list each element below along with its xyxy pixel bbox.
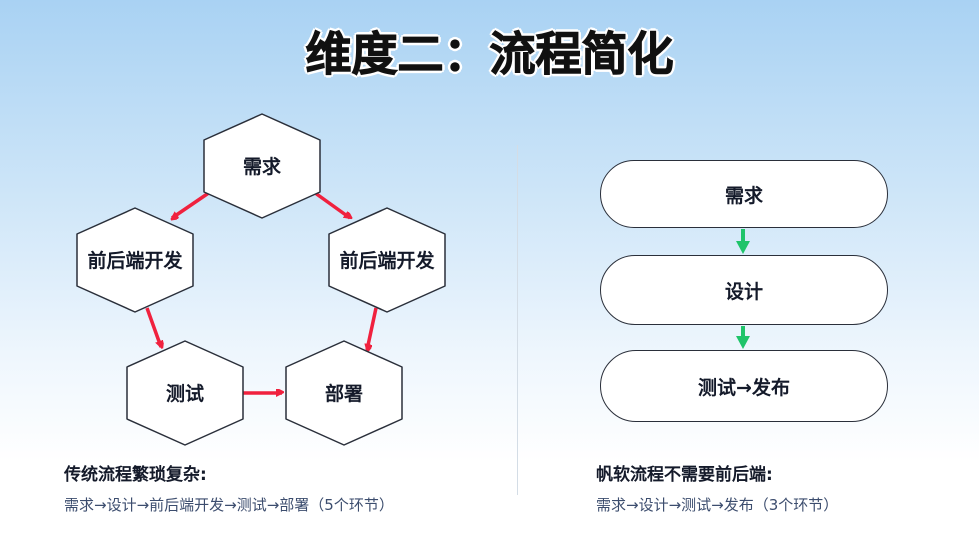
hex-test xyxy=(126,340,244,446)
hex-dev-left-label: 前后端开发 xyxy=(87,249,183,272)
hex-dev-right-label: 前后端开发 xyxy=(339,249,435,272)
step-test-release: 测试→发布 xyxy=(600,350,888,422)
hex-test-label: 测试 xyxy=(166,383,204,405)
arrow-req-to-dev-left xyxy=(172,188,214,218)
hex-dev-left xyxy=(76,207,194,313)
fanruan-caption: 帆软流程不需要前后端: xyxy=(596,465,773,485)
step-requirement: 需求 xyxy=(600,160,888,228)
hex-deploy-label: 部署 xyxy=(325,382,363,405)
hex-deploy xyxy=(285,340,403,446)
arrow-dev-to-deploy xyxy=(367,307,378,350)
fanruan-summary: 需求→设计→测试→发布（3个环节） xyxy=(596,496,839,514)
page-title: 维度二：流程简化 xyxy=(305,27,674,82)
step-design: 设计 xyxy=(600,255,888,325)
hex-requirement-label: 需求 xyxy=(243,155,282,178)
arrow-dev-to-test xyxy=(145,307,161,347)
arrow-req-to-dev-right xyxy=(309,188,350,218)
hex-requirement xyxy=(203,113,321,219)
divider xyxy=(517,145,518,495)
traditional-summary: 需求→设计→前后端开发→测试→部署（5个环节） xyxy=(64,496,394,514)
traditional-caption: 传统流程繁琐复杂: xyxy=(64,465,207,485)
hex-dev-right xyxy=(328,207,446,313)
